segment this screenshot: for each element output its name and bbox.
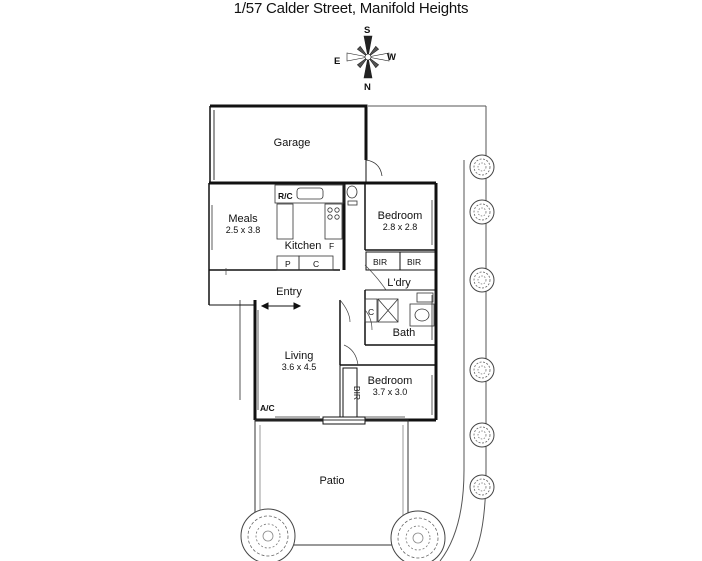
tree (240, 508, 296, 561)
label-ac: A/C (260, 403, 275, 413)
room-bedroom-1-dims: 2.8 x 2.8 (383, 222, 418, 232)
label-pantry: P (285, 259, 291, 269)
room-patio: Patio (319, 475, 344, 487)
label-bir-1: BIR (373, 257, 387, 267)
compass-south: S (364, 25, 370, 36)
room-bath: Bath (393, 327, 416, 339)
room-kitchen: Kitchen (285, 240, 322, 252)
compass-east: E (334, 56, 340, 67)
doors (225, 264, 387, 366)
room-laundry: L'dry (387, 277, 411, 289)
shrub (469, 357, 495, 383)
tree (390, 510, 446, 561)
garage (209, 104, 383, 183)
room-living-dims: 3.6 x 4.5 (282, 362, 317, 372)
label-cupboard: C (313, 259, 319, 269)
sliding-doors (260, 302, 302, 310)
shrub (469, 267, 495, 293)
room-bedroom-2: Bedroom (368, 375, 413, 387)
compass-rose: S N E W (334, 25, 396, 93)
room-garage: Garage (274, 137, 311, 149)
label-bir-2: BIR (407, 257, 421, 267)
room-bedroom-1: Bedroom (378, 210, 423, 222)
label-rc: R/C (278, 191, 293, 201)
kitchen-fixtures (274, 184, 435, 327)
room-entry: Entry (276, 286, 302, 298)
room-bedroom-2-dims: 3.7 x 3.0 (373, 387, 408, 397)
shrub (469, 199, 495, 225)
room-living: Living (285, 350, 314, 362)
shrub-row (469, 154, 495, 500)
shrub (469, 474, 495, 500)
room-meals-dims: 2.5 x 3.8 (226, 225, 261, 235)
shrub (469, 422, 495, 448)
label-fridge: F (329, 241, 334, 251)
shrub (469, 154, 495, 180)
room-meals: Meals (228, 213, 258, 225)
label-bath-cupboard: C (368, 307, 374, 317)
compass-north: N (364, 82, 371, 93)
plan-title: 1/57 Calder Street, Manifold Heights (233, 0, 469, 17)
property-boundary (239, 105, 487, 561)
label-bir-3: BIR (352, 386, 362, 400)
compass-west: W (387, 52, 396, 63)
